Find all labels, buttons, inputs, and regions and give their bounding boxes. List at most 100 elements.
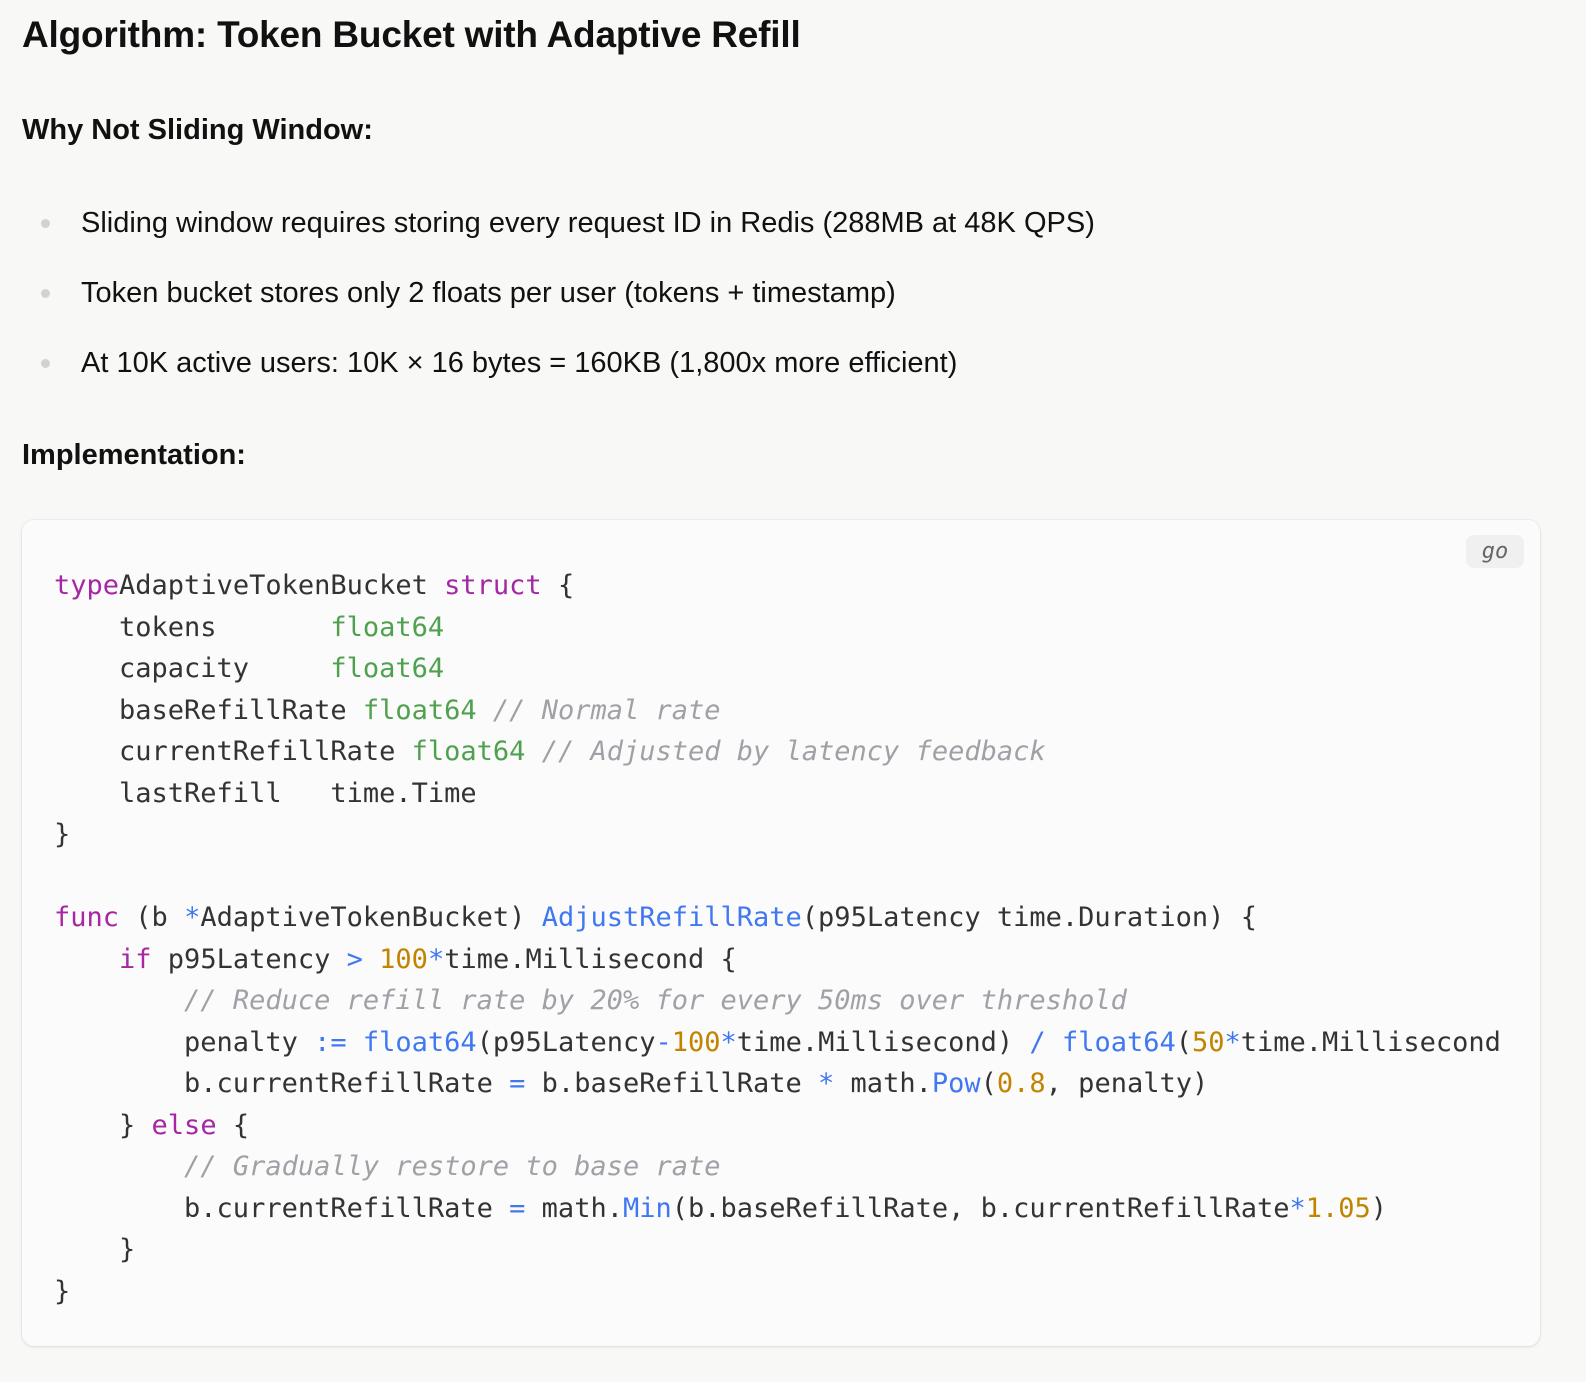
- code-number: 0.8: [996, 1068, 1046, 1099]
- code-comment: // Reduce refill rate by 20% for every 5…: [184, 985, 1127, 1016]
- bullet-dot-icon: [41, 219, 50, 228]
- code-text: [54, 985, 184, 1016]
- code-type: float64: [330, 653, 445, 684]
- list-item: Sliding window requires storing every re…: [22, 203, 1522, 273]
- code-text: [54, 1151, 184, 1182]
- code-line: if p95Latency > 100*time.Millisecond {: [54, 944, 737, 975]
- code-text: {: [216, 1109, 250, 1141]
- list-item-text: Token bucket stores only 2 floats per us…: [81, 277, 896, 309]
- code-text: }: [54, 1109, 152, 1141]
- code-function: AdjustRefillRate: [541, 902, 802, 933]
- code-text: capacity: [54, 653, 331, 684]
- code-line: } else {: [54, 1110, 249, 1141]
- code-keyword: func: [54, 902, 120, 933]
- code-text: baseRefillRate: [54, 694, 363, 726]
- code-operator: >: [346, 943, 363, 975]
- code-line: baseRefillRate float64 // Normal rate: [54, 694, 720, 726]
- code-text: (p95Latency: [476, 1026, 656, 1058]
- code-text: }: [54, 819, 71, 850]
- code-text: }: [54, 1275, 71, 1307]
- bullet-dot-icon: [41, 289, 50, 298]
- list-item-text: At 10K active users: 10K × 16 bytes = 16…: [81, 347, 958, 379]
- code-keyword: if: [119, 943, 152, 975]
- code-block[interactable]: go typeAdaptiveTokenBucket struct { toke…: [22, 520, 1540, 1346]
- code-operator: :=: [314, 1026, 347, 1058]
- code-operator: /: [1029, 1026, 1046, 1058]
- code-text: time.Millisecond): [736, 1026, 1030, 1058]
- code-text: (: [1175, 1026, 1192, 1058]
- code-number: 100: [671, 1026, 721, 1058]
- code-operator: -: [655, 1026, 672, 1058]
- code-text: (p95Latency time.Duration) {: [801, 902, 1257, 933]
- code-text: , penalty): [1045, 1068, 1209, 1099]
- code-content[interactable]: typeAdaptiveTokenBucket struct { tokens …: [54, 565, 1501, 1312]
- code-comment: // Adjusted by latency feedback: [541, 736, 1046, 767]
- code-type: float64: [411, 736, 526, 767]
- code-text: [54, 944, 119, 975]
- code-line: lastRefill time.Time: [54, 778, 477, 809]
- code-line: // Reduce refill rate by 20% for every 5…: [54, 985, 1127, 1016]
- code-keyword: else: [151, 1109, 217, 1141]
- list-item: Token bucket stores only 2 floats per us…: [22, 273, 1522, 343]
- code-text: (b.baseRefillRate, b.currentRefillRate: [671, 1192, 1290, 1224]
- list-item-text: Sliding window requires storing every re…: [81, 207, 1095, 239]
- code-text: time.Millisecond: [1240, 1026, 1501, 1058]
- code-language-badge: go: [1466, 535, 1524, 568]
- code-operator: =: [509, 1068, 526, 1099]
- code-text: [477, 695, 493, 726]
- section-heading-implementation: Implementation:: [22, 439, 246, 471]
- code-text: AdaptiveTokenBucket: [119, 570, 445, 601]
- code-type: float64: [362, 694, 477, 726]
- code-operator: *: [1289, 1192, 1306, 1224]
- code-text: math.: [834, 1068, 932, 1099]
- code-number: 50: [1192, 1026, 1225, 1058]
- code-line: }: [54, 819, 70, 850]
- code-text: time.Millisecond {: [444, 943, 737, 975]
- code-text: math.: [525, 1192, 623, 1224]
- code-text: b.currentRefillRate: [54, 1068, 510, 1099]
- code-line: b.currentRefillRate = b.baseRefillRate *…: [54, 1068, 1208, 1099]
- code-function: Min: [622, 1192, 672, 1224]
- code-text: tokens: [54, 611, 331, 643]
- code-operator: *: [1224, 1026, 1241, 1058]
- code-keyword: type: [54, 570, 120, 601]
- code-text: AdaptiveTokenBucket): [200, 902, 542, 933]
- code-text: [1046, 1027, 1062, 1058]
- code-operator: *: [184, 902, 201, 933]
- code-function: float64: [1061, 1026, 1176, 1058]
- code-number: 100: [379, 943, 428, 975]
- code-line: typeAdaptiveTokenBucket struct {: [54, 570, 574, 601]
- code-operator: *: [720, 1026, 737, 1058]
- code-text: p95Latency: [151, 943, 347, 975]
- list-item: At 10K active users: 10K × 16 bytes = 16…: [22, 343, 1522, 413]
- code-type: float64: [330, 611, 445, 643]
- code-function: float64: [362, 1026, 477, 1058]
- code-line: func (b *AdaptiveTokenBucket) AdjustRefi…: [54, 902, 1257, 933]
- code-line: }: [54, 1234, 135, 1265]
- code-line: b.currentRefillRate = math.Min(b.baseRef…: [54, 1193, 1387, 1224]
- code-text: (: [980, 1068, 997, 1099]
- bullet-list: Sliding window requires storing every re…: [22, 203, 1522, 413]
- code-line: penalty := float64(p95Latency-100*time.M…: [54, 1027, 1501, 1058]
- section-heading-why-not-sliding-window: Why Not Sliding Window:: [22, 114, 373, 146]
- code-operator: *: [818, 1068, 835, 1099]
- code-text: b.baseRefillRate: [525, 1068, 819, 1099]
- code-text: ): [1370, 1192, 1388, 1224]
- code-operator: =: [509, 1192, 526, 1224]
- code-text: lastRefill time.Time: [54, 777, 477, 809]
- code-text: (b: [119, 902, 185, 933]
- code-text: b.currentRefillRate: [54, 1192, 510, 1224]
- code-line: tokens float64: [54, 612, 444, 643]
- code-text: currentRefillRate: [54, 736, 412, 767]
- code-text: }: [54, 1234, 136, 1265]
- code-function: Pow: [931, 1068, 981, 1099]
- code-text: penalty: [54, 1026, 315, 1058]
- code-text: [525, 736, 541, 767]
- code-line: currentRefillRate float64 // Adjusted by…: [54, 736, 1046, 767]
- code-text: [347, 1027, 363, 1058]
- page-title: Algorithm: Token Bucket with Adaptive Re…: [22, 14, 801, 55]
- code-keyword: struct: [444, 570, 542, 601]
- bullet-dot-icon: [41, 359, 50, 368]
- code-line: capacity float64: [54, 653, 444, 684]
- code-number: 1.05: [1305, 1192, 1371, 1224]
